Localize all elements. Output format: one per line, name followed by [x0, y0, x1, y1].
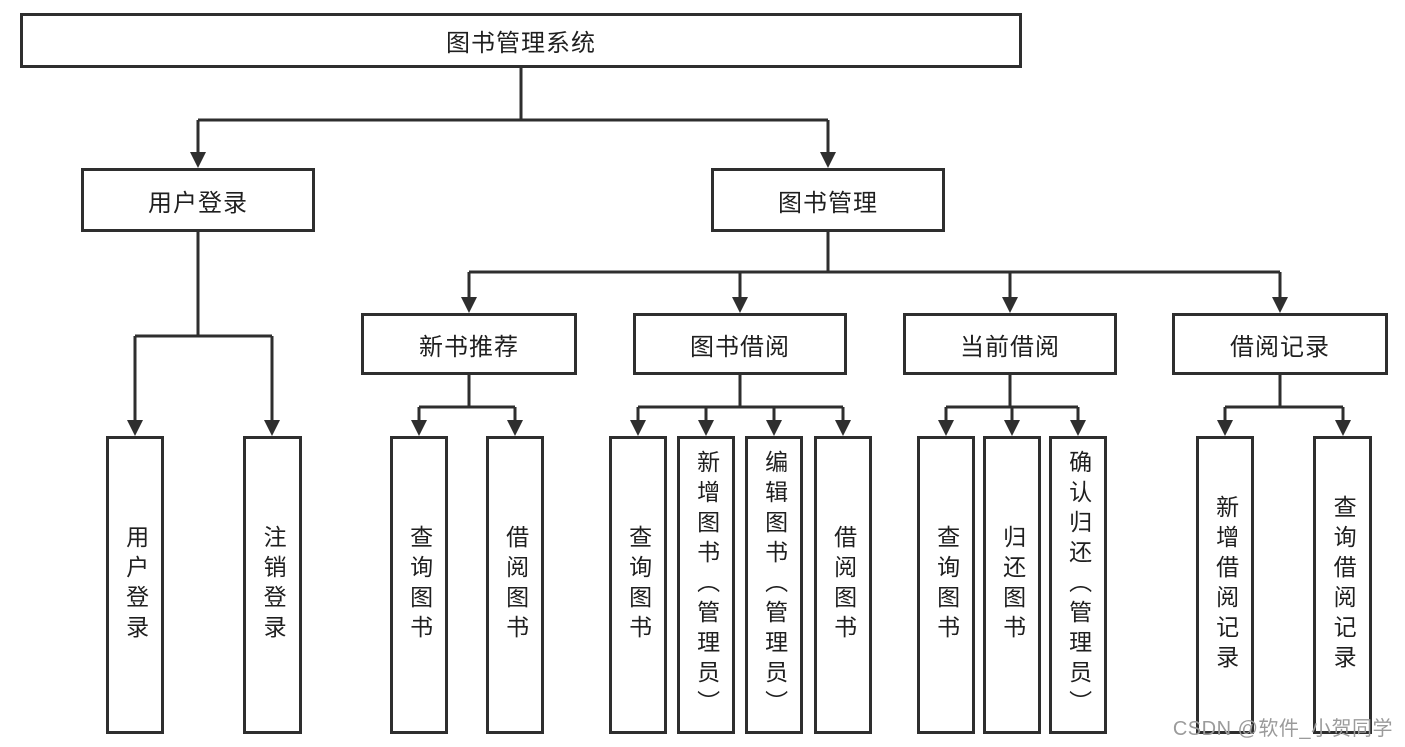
arrow-down-icon	[1004, 420, 1020, 436]
node-book-borrow: 图书借阅	[633, 313, 847, 375]
node-label: 注销登录	[260, 525, 287, 645]
arrow-down-icon	[1070, 420, 1086, 436]
leaf-borrow-borrow-books: 借阅图书	[814, 436, 872, 734]
arrow-down-icon	[835, 420, 851, 436]
node-label: 新书推荐	[419, 333, 519, 361]
arrow-down-icon	[411, 420, 427, 436]
node-label: 图书管理系统	[446, 30, 596, 57]
arrow-down-icon	[127, 420, 143, 436]
node-label: 查询图书	[406, 525, 433, 645]
arrow-down-icon	[698, 420, 714, 436]
node-new-book-recommend: 新书推荐	[361, 313, 577, 375]
connector-userlogin-to-leaves	[133, 232, 274, 422]
arrow-down-icon	[938, 420, 954, 436]
arrow-down-icon	[1002, 297, 1018, 313]
node-label: 用户登录	[122, 525, 149, 645]
leaf-newbook-query-books: 查询图书	[390, 436, 448, 734]
arrow-down-icon	[190, 152, 206, 168]
node-label: 新增图书（管理员）	[693, 450, 720, 720]
arrow-down-icon	[507, 420, 523, 436]
leaf-current-query-books: 查询图书	[917, 436, 975, 734]
node-label: 确认归还（管理员）	[1065, 450, 1092, 720]
node-root-system: 图书管理系统	[20, 13, 1022, 68]
leaf-newbook-borrow-books: 借阅图书	[486, 436, 544, 734]
node-label: 图书管理	[778, 189, 878, 217]
arrow-down-icon	[732, 297, 748, 313]
node-label: 借阅图书	[502, 525, 529, 645]
arrow-down-icon	[820, 152, 836, 168]
node-label: 查询借阅记录	[1330, 495, 1357, 675]
leaf-user-login: 用户登录	[106, 436, 164, 734]
arrow-down-icon	[1272, 297, 1288, 313]
leaf-current-confirm-return-admin: 确认归还（管理员）	[1049, 436, 1107, 734]
node-label: 当前借阅	[960, 333, 1060, 361]
node-label: 借阅记录	[1230, 333, 1330, 361]
node-user-login-branch: 用户登录	[81, 168, 315, 232]
node-label: 借阅图书	[830, 525, 857, 645]
connector-records-to-leaves	[1223, 375, 1345, 422]
connector-currentborrow-to-leaves	[944, 375, 1080, 422]
node-borrow-records: 借阅记录	[1172, 313, 1388, 375]
connector-newbook-to-leaves	[417, 375, 517, 422]
node-label: 查询图书	[625, 525, 652, 645]
connector-bookmgmt-to-sections	[467, 232, 1282, 299]
arrow-down-icon	[461, 297, 477, 313]
node-label: 新增借阅记录	[1212, 495, 1239, 675]
node-book-management: 图书管理	[711, 168, 945, 232]
arrow-down-icon	[1335, 420, 1351, 436]
node-label: 用户登录	[148, 189, 248, 217]
arrow-down-icon	[766, 420, 782, 436]
leaf-records-add-record: 新增借阅记录	[1196, 436, 1254, 734]
node-label: 归还图书	[999, 525, 1026, 645]
arrow-down-icon	[630, 420, 646, 436]
connector-root-to-branches	[196, 68, 830, 154]
leaf-records-query-record: 查询借阅记录	[1313, 436, 1372, 734]
node-label: 图书借阅	[690, 333, 790, 361]
node-current-borrow: 当前借阅	[903, 313, 1117, 375]
node-label: 查询图书	[933, 525, 960, 645]
leaf-borrow-edit-books-admin: 编辑图书（管理员）	[745, 436, 803, 734]
connector-bookborrow-to-leaves	[636, 375, 845, 422]
leaf-borrow-query-books: 查询图书	[609, 436, 667, 734]
arrow-down-icon	[1217, 420, 1233, 436]
arrow-down-icon	[264, 420, 280, 436]
watermark: CSDN @软件_小贺同学	[1172, 718, 1393, 740]
node-label: 编辑图书（管理员）	[761, 450, 788, 720]
leaf-borrow-add-books-admin: 新增图书（管理员）	[677, 436, 735, 734]
leaf-current-return-books: 归还图书	[983, 436, 1041, 734]
leaf-logout: 注销登录	[243, 436, 302, 734]
